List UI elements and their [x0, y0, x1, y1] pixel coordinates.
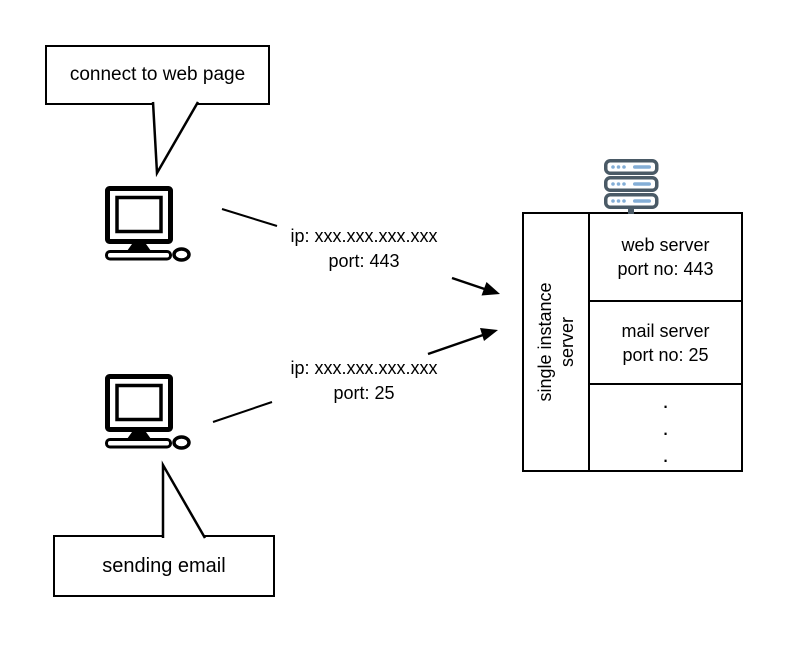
- arrow-email-to-server: [427, 328, 498, 356]
- server-cell-web-port: port no: 443: [617, 259, 714, 279]
- speech-bubble-email-tail: [161, 460, 207, 539]
- connection-label-email: ip: xxx.xxx.xxx.xxx port: 25: [258, 356, 470, 406]
- server-label-column: single instance server: [524, 214, 590, 470]
- server-cell-mail-name: mail server: [621, 320, 710, 341]
- server-box: single instance server web server port n…: [522, 212, 743, 472]
- connection-label-web-ip: ip: xxx.xxx.xxx.xxx: [290, 226, 438, 246]
- server-label-line2: server: [557, 316, 577, 368]
- connection-label-web-port: port: 443: [328, 251, 400, 271]
- server-label: single instance server: [534, 282, 578, 401]
- desktop-computer-icon-email: [107, 377, 190, 449]
- speech-bubble-email: sending email: [53, 535, 275, 597]
- server-cell-mail-port: port no: 25: [622, 344, 709, 365]
- speech-bubble-web: connect to web page: [45, 45, 270, 105]
- server-cell-mail: mail server port no: 25: [590, 302, 741, 385]
- connection-label-email-port: port: 25: [333, 383, 395, 403]
- server-cell-web: web server port no: 443: [590, 214, 741, 302]
- server-cell-ellipsis: . . .: [590, 385, 741, 470]
- speech-bubble-web-tail: [151, 101, 200, 178]
- ellipsis-dot: .: [662, 415, 669, 440]
- ellipsis-dot: .: [662, 388, 669, 413]
- ellipsis-dot: .: [662, 442, 669, 467]
- server-label-line1: single instance: [535, 282, 555, 402]
- server-rack-icon: [604, 159, 659, 214]
- desktop-computer-icon-web: [107, 189, 190, 261]
- server-cells: web server port no: 443 mail server port…: [590, 214, 741, 470]
- connection-label-web: ip: xxx.xxx.xxx.xxx port: 443: [258, 224, 470, 274]
- arrow-web-to-server: [451, 276, 500, 296]
- server-cell-web-name: web server: [621, 235, 710, 255]
- speech-bubble-email-label: sending email: [102, 554, 226, 577]
- speech-bubble-web-label: connect to web page: [69, 64, 246, 85]
- connection-label-email-ip: ip: xxx.xxx.xxx.xxx: [290, 358, 438, 378]
